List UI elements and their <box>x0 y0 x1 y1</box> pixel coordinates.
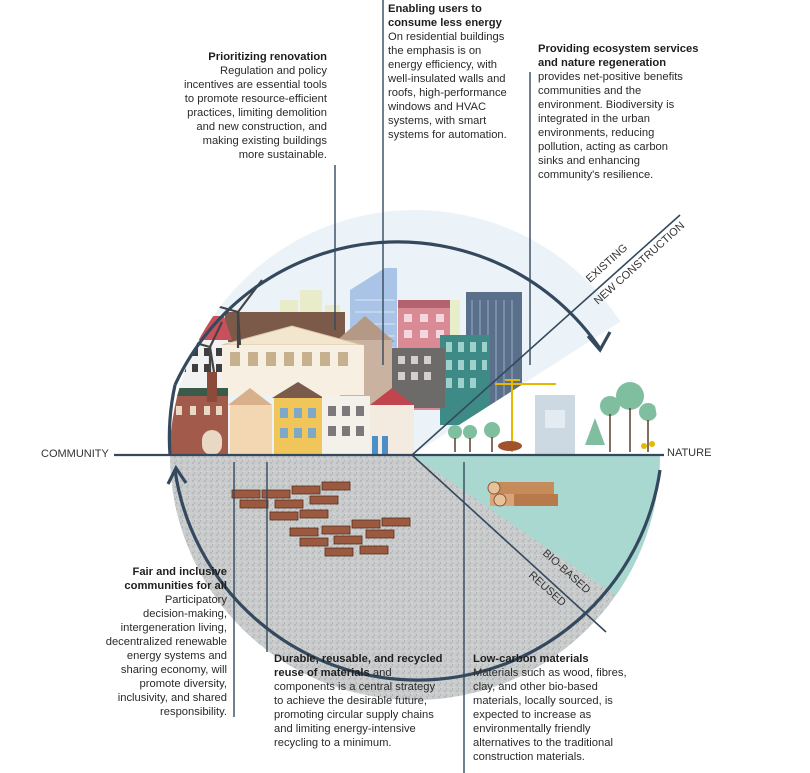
renovation-line: and new construction, and <box>196 121 327 133</box>
renovation-line: practices, limiting demolition <box>187 107 327 119</box>
durable-title-line: Durable, reusable, and recycled <box>274 653 443 665</box>
fair-title-line: Fair and inclusive <box>132 566 227 578</box>
fair-line: promote diversity, <box>139 678 227 690</box>
block-lowcarbon: Low-carbon materials Materials such as w… <box>473 652 653 764</box>
fair-line: inclusivity, and shared <box>117 692 227 704</box>
construction-crane <box>495 379 556 452</box>
lowcarbon-line: materials, locally sourced, is <box>473 695 613 707</box>
lowcarbon-line: environmentally friendly <box>473 723 591 735</box>
ecosystem-line: communities and the <box>538 85 642 97</box>
block-energy: Enabling users to consume less energy On… <box>388 2 538 142</box>
renovation-line: to promote resource-efficient <box>184 93 327 105</box>
label-community: COMMUNITY <box>41 448 109 460</box>
ecosystem-line: provides net-positive benefits <box>538 71 683 83</box>
label-nature: NATURE <box>667 447 712 459</box>
ecosystem-line: sinks and enhancing <box>538 155 641 167</box>
ring-lower <box>173 469 662 682</box>
fair-line: responsibility. <box>160 706 227 718</box>
ecosystem-line: community's resilience. <box>538 169 654 181</box>
renovation-line: more sustainable. <box>238 149 327 161</box>
front-row-houses <box>170 372 414 455</box>
fair-line: energy systems and <box>126 650 227 662</box>
lowcarbon-line: construction materials. <box>473 751 585 763</box>
ecosystem-line: environment. Biodiversity is <box>538 99 675 111</box>
durable-line: recycling to a minimum. <box>274 737 392 749</box>
lowcarbon-line: clay, and other bio-based <box>473 681 598 693</box>
ecosystem-line: integrated in the urban <box>538 113 650 125</box>
renovation-title: Prioritizing renovation <box>208 51 327 63</box>
energy-line: systems for automation. <box>388 129 507 141</box>
fair-line: intergeneration living, <box>120 622 227 634</box>
lowcarbon-title: Low-carbon materials <box>473 653 589 665</box>
lower-diagonal <box>411 454 607 633</box>
deer <box>498 441 522 451</box>
ecosystem-line: pollution, acting as carbon <box>538 141 668 153</box>
lowcarbon-line: alternatives to the traditional <box>473 737 613 749</box>
ecosystem-title-line: Providing ecosystem services <box>538 43 699 55</box>
fair-title-line: communities for all <box>124 580 227 592</box>
block-fair: Fair and inclusive communities for all P… <box>90 565 227 719</box>
energy-line: well-insulated walls and <box>388 73 506 85</box>
block-renovation: Prioritizing renovation Regulation and p… <box>160 50 327 162</box>
fair-line: decision-making, <box>143 608 227 620</box>
energy-line: windows and HVAC <box>388 101 487 113</box>
durable-title-row: reuse of materials and <box>274 666 459 680</box>
ring-upper <box>173 240 603 386</box>
lowcarbon-line: Materials such as wood, fibres, <box>473 667 627 679</box>
durable-title-line: reuse of materials <box>274 667 370 679</box>
block-ecosystem: Providing ecosystem services and nature … <box>538 42 708 182</box>
upper-diagonal <box>411 214 681 456</box>
durable-title-tail: and <box>369 667 392 679</box>
nature-side <box>412 290 660 455</box>
energy-title-line: Enabling users to <box>388 3 482 15</box>
fair-line: sharing economy, will <box>120 664 227 676</box>
energy-line: roofs, high-performance <box>388 87 507 99</box>
energy-line: the emphasis is on <box>388 45 482 57</box>
brick-pile <box>231 481 411 557</box>
durable-line: to achieve the desirable future, <box>274 695 427 707</box>
wood-logs <box>487 481 558 507</box>
fair-line: decentralized renewable <box>105 636 227 648</box>
renovation-line: making existing buildings <box>202 135 327 147</box>
energy-line: systems, with smart <box>388 115 487 127</box>
arrowhead-left <box>166 464 188 485</box>
leader-lines <box>233 0 531 773</box>
renovation-line: incentives are essential tools <box>183 79 327 91</box>
durable-line: components is a central strategy <box>274 681 436 693</box>
renovation-line: Regulation and policy <box>220 65 327 77</box>
block-durable: Durable, reusable, and recycled reuse of… <box>274 652 459 750</box>
energy-line: On residential buildings <box>388 31 505 43</box>
trees <box>448 382 657 445</box>
lowcarbon-line: expected to increase as <box>473 709 592 721</box>
durable-line: promoting circular supply chains <box>274 709 434 721</box>
arrowhead-right <box>586 331 612 353</box>
energy-title-line: consume less energy <box>388 17 502 29</box>
durable-line: and limiting energy-intensive <box>274 723 416 735</box>
teal-building <box>440 335 490 425</box>
ecosystem-title-line: and nature regeneration <box>538 57 667 69</box>
fair-line: Participatory <box>164 594 227 606</box>
upper-scene <box>170 210 660 455</box>
energy-line: energy efficiency, with <box>388 59 498 71</box>
ecosystem-line: environments, reducing <box>538 127 655 139</box>
